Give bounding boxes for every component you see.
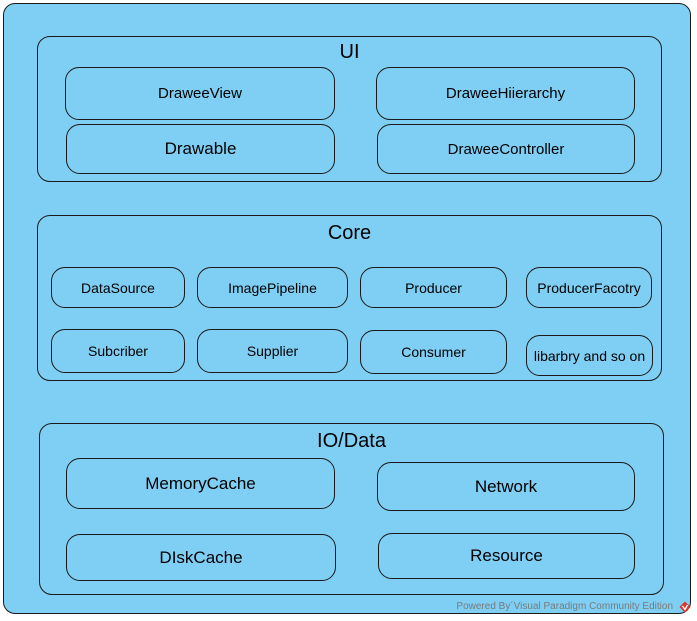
drawable-box: Drawable (66, 124, 335, 174)
drawee-controller-box: DraweeController (377, 124, 635, 174)
drawee-view-box: DraweeView (65, 67, 335, 120)
drawee-hierarchy-box: DraweeHiierarchy (376, 67, 635, 120)
producer-factory-box: ProducerFacotry (526, 267, 652, 308)
image-pipeline-box: ImagePipeline (197, 267, 348, 308)
resource-box: Resource (378, 533, 635, 579)
io-data-group-title: IO/Data (317, 430, 386, 452)
visual-paradigm-logo-icon (679, 601, 691, 613)
library-and-so-on-box: libarbry and so on (526, 335, 653, 376)
subscriber-box: Subcriber (51, 329, 185, 373)
supplier-box: Supplier (197, 329, 348, 373)
core-group: Core (37, 215, 662, 381)
memory-cache-box: MemoryCache (66, 458, 335, 509)
io-data-group: IO/Data (39, 423, 664, 595)
data-source-box: DataSource (51, 267, 185, 308)
ui-group-title: UI (339, 41, 360, 63)
consumer-box: Consumer (360, 330, 507, 374)
disk-cache-box: DIskCache (66, 534, 336, 581)
producer-box: Producer (360, 267, 507, 308)
diagram-canvas (3, 3, 691, 614)
network-box: Network (377, 462, 635, 511)
core-group-title: Core (327, 222, 372, 244)
ui-group: UI (37, 36, 662, 182)
powered-by-footer: Powered By´Visual Paradigm Community Edi… (456, 601, 673, 612)
